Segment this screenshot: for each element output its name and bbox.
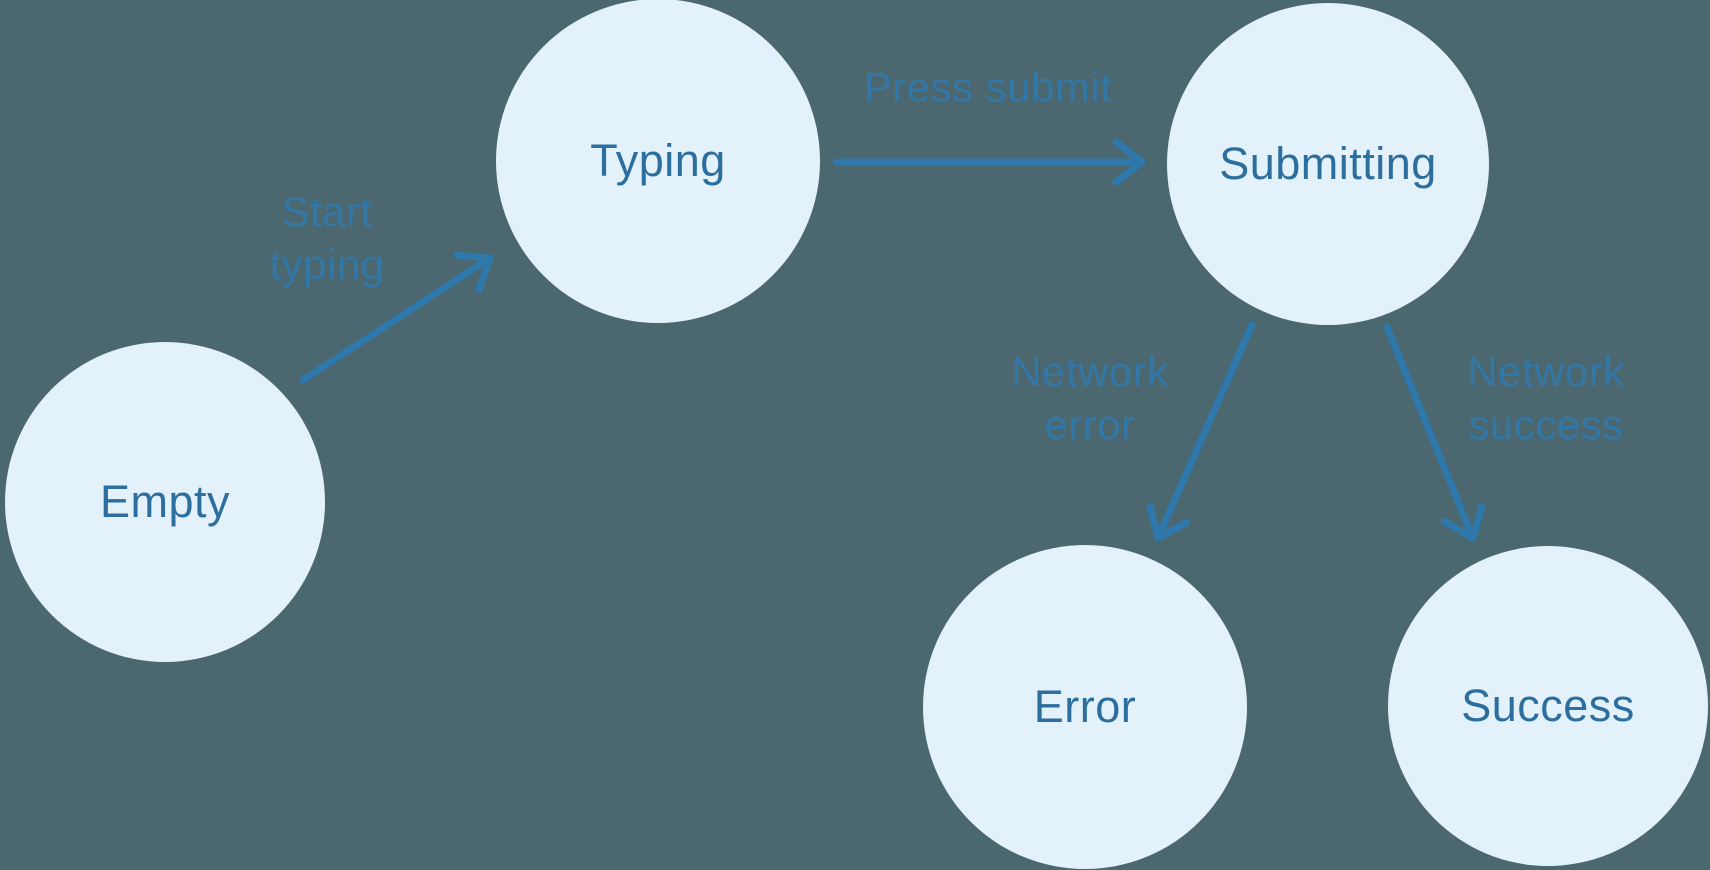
- edge-arrowhead-wing: [1154, 518, 1191, 542]
- state-node-success: Success: [1388, 546, 1708, 866]
- edge-label-line: Start: [281, 188, 373, 235]
- state-node-label: Success: [1461, 680, 1635, 731]
- edge-press-submit: [833, 138, 1146, 186]
- edge-network-error: [1146, 321, 1256, 542]
- edge-arrowhead-wing: [1146, 502, 1162, 542]
- edge-network-success: [1383, 323, 1486, 542]
- state-node-label: Submitting: [1219, 138, 1437, 189]
- edge-shaft: [1154, 321, 1256, 542]
- state-node-label: Typing: [590, 135, 726, 186]
- edge-arrowhead-wing: [453, 251, 494, 262]
- state-node-empty: Empty: [5, 342, 325, 662]
- state-node-label: Empty: [99, 476, 231, 527]
- edge-label-network-error: Network error: [1011, 345, 1169, 451]
- edge-label-line: typing: [269, 241, 385, 288]
- edge-arrowhead-wing: [1469, 502, 1486, 542]
- edge-label-line: success: [1468, 401, 1624, 448]
- edge-label-network-success: Network success: [1467, 345, 1625, 451]
- state-node-label: Error: [1033, 681, 1137, 732]
- edge-label-line: Network: [1011, 348, 1169, 395]
- edge-label-line: error: [1044, 401, 1136, 448]
- edge-arrowhead-wing: [1440, 517, 1477, 542]
- edge-arrowhead-wing: [1112, 158, 1146, 186]
- edge-arrowhead-wing: [475, 254, 494, 293]
- edge-arrowhead-wing: [1112, 138, 1146, 166]
- state-node-submitting: Submitting: [1167, 3, 1489, 325]
- edge-start-typing: [299, 251, 494, 384]
- edge-shaft: [299, 254, 494, 384]
- edge-label-start-typing: Start typing: [269, 185, 384, 291]
- edge-label-press-submit: Press submit: [864, 61, 1113, 114]
- state-node-error: Error: [923, 545, 1247, 869]
- edge-shaft: [1383, 323, 1477, 542]
- edge-label-line: Press submit: [863, 63, 1113, 111]
- state-node-typing: Typing: [496, 0, 820, 323]
- edge-label-line: Network: [1467, 348, 1625, 395]
